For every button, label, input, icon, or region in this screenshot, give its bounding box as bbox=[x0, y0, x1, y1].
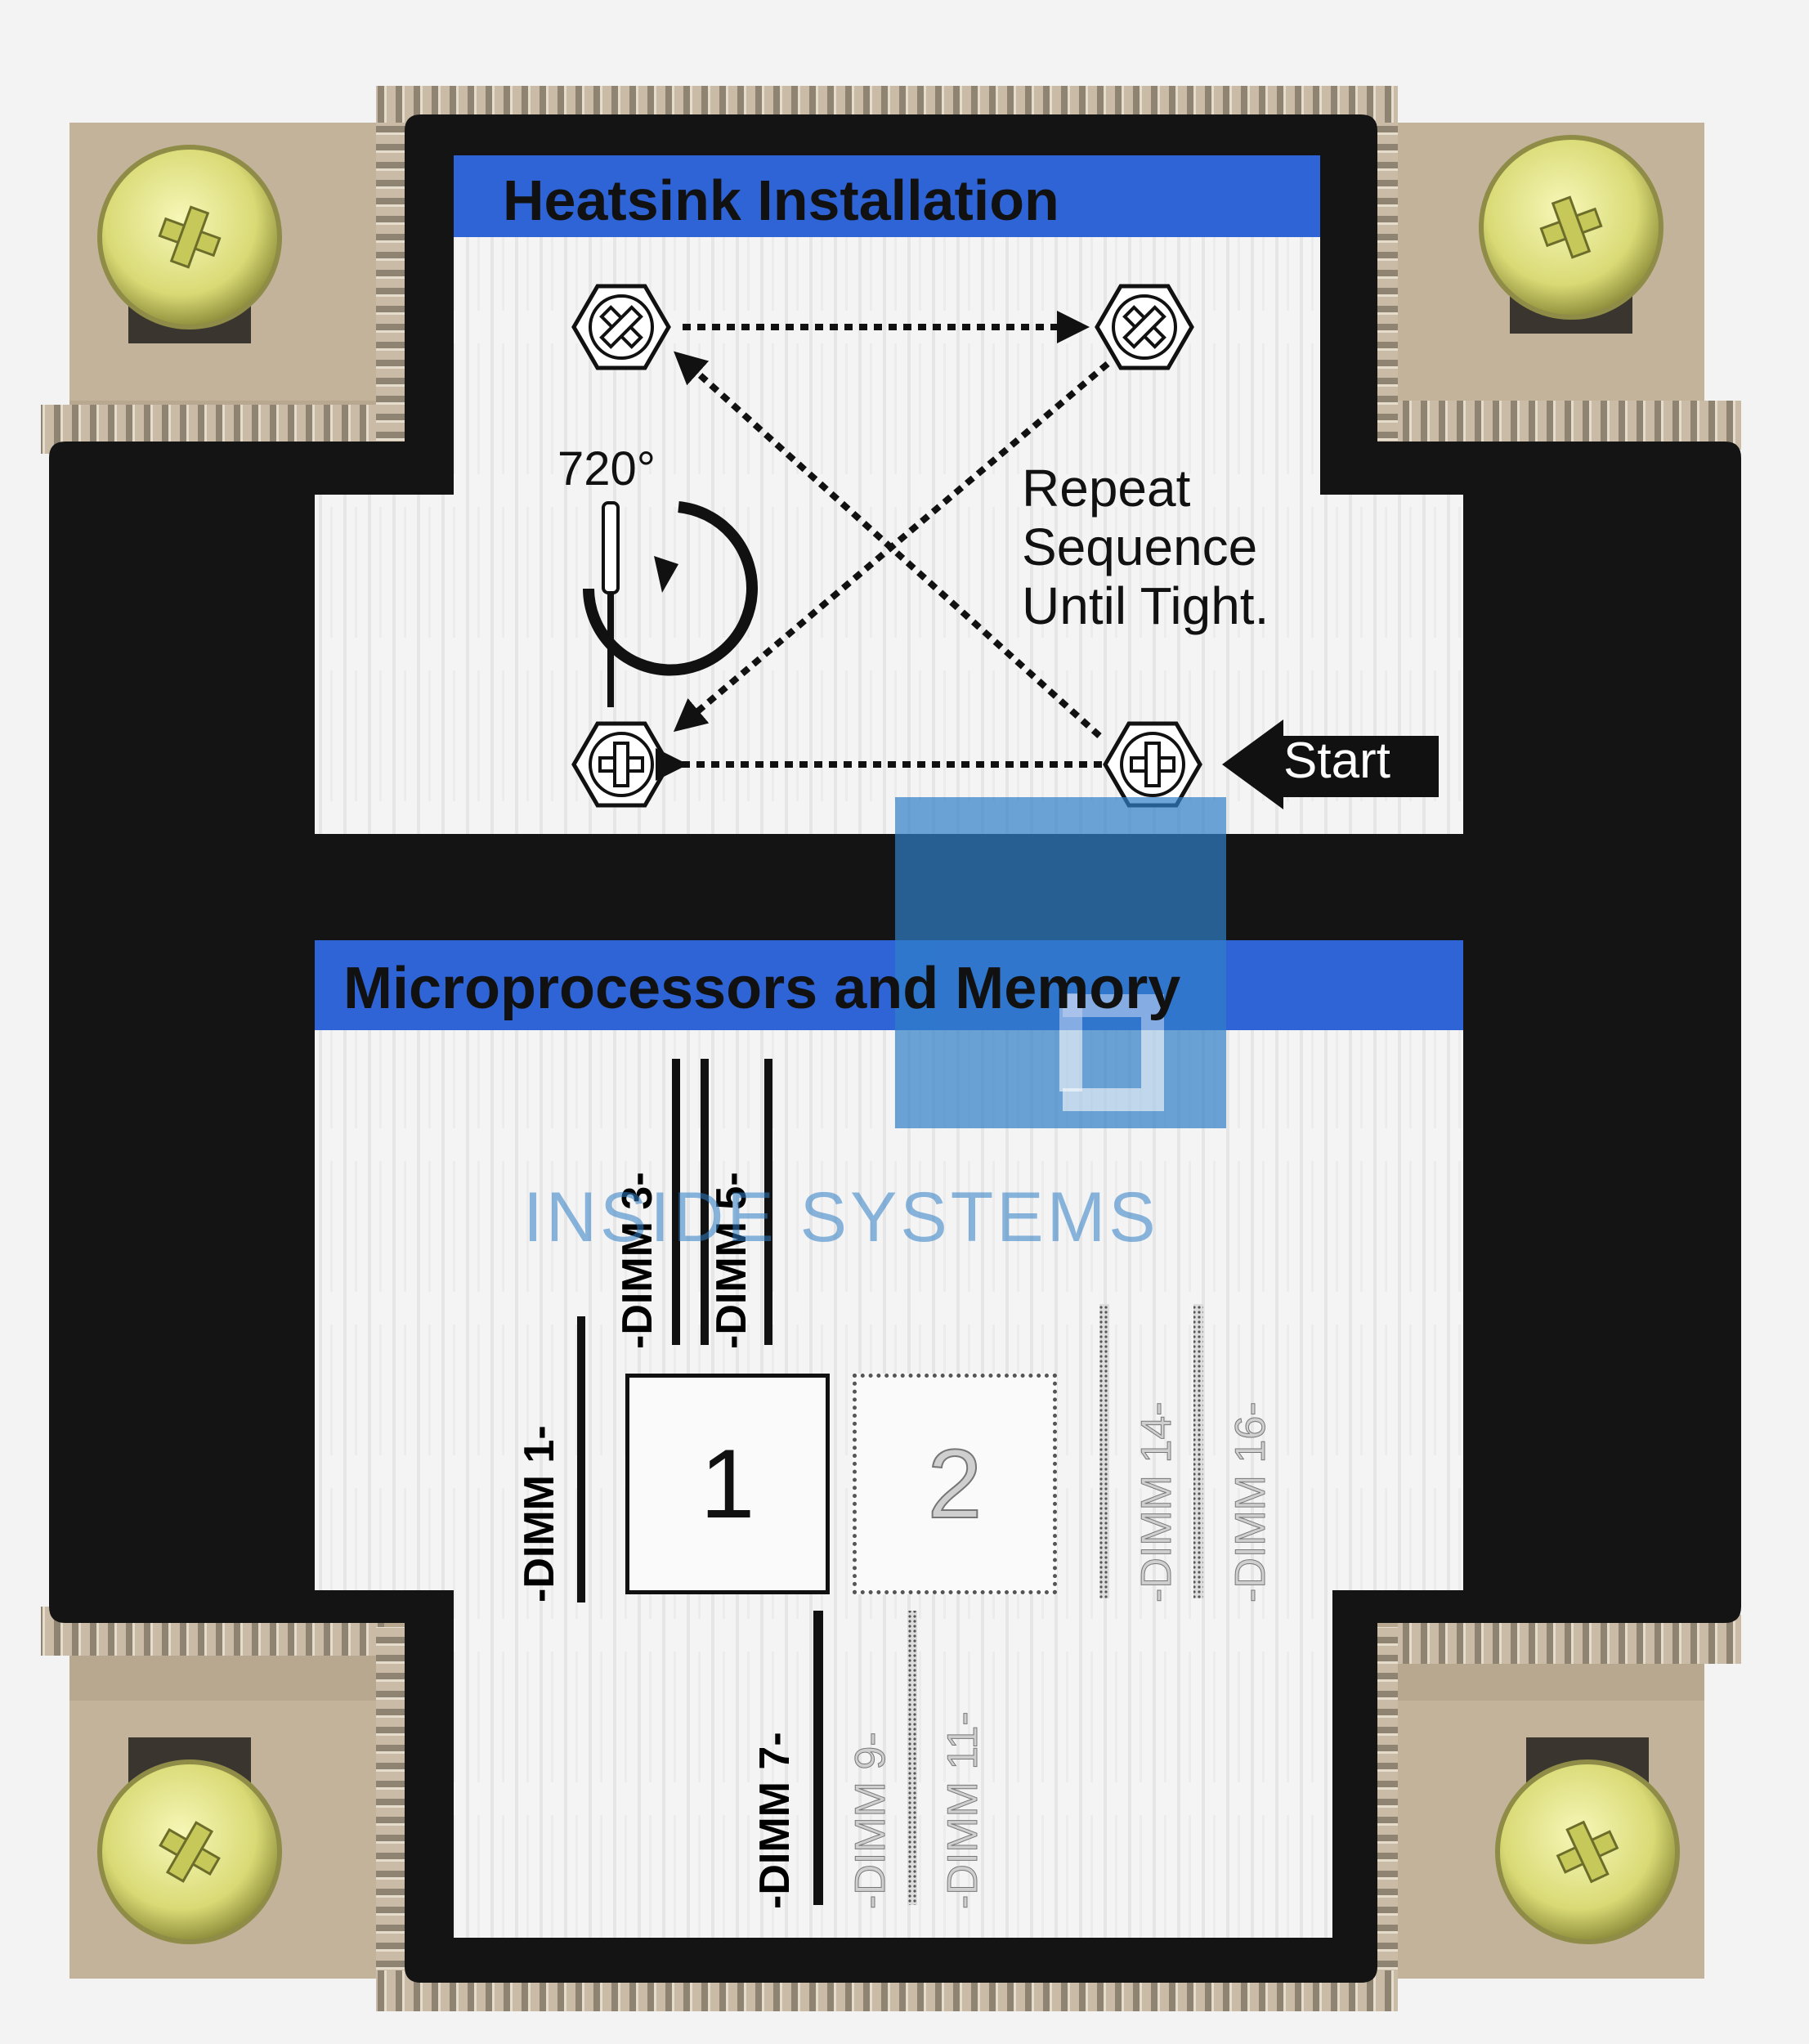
screw-bottom-right-icon bbox=[1103, 721, 1202, 808]
screw-sequence-diagram bbox=[571, 284, 1439, 809]
rotation-label: 720° bbox=[557, 442, 656, 495]
watermark-logo bbox=[895, 797, 1226, 1128]
watermark-text: INSIDE SYSTEMS bbox=[523, 1178, 1159, 1257]
dimm-14-label: -DIMM 14- bbox=[1133, 1401, 1181, 1603]
repeat-line-3: Until Tight. bbox=[1022, 576, 1269, 635]
dimm-1-label: -DIMM 1- bbox=[516, 1425, 563, 1602]
dimm-11-label: -DIMM 11- bbox=[939, 1711, 987, 1910]
screw-bottom-left bbox=[97, 1737, 282, 1944]
processor-1-label: 1 bbox=[700, 1429, 755, 1539]
processor-1-box: 1 bbox=[625, 1374, 830, 1594]
dimm-9-label: -DIMM 9- bbox=[847, 1732, 895, 1910]
screw-top-left-icon bbox=[571, 284, 671, 370]
memory-layout-diagram bbox=[577, 1059, 1203, 1905]
screw-bottom-right bbox=[1495, 1737, 1680, 1944]
dimm-7-label: -DIMM 7- bbox=[751, 1732, 799, 1909]
start-label: Start bbox=[1283, 733, 1390, 789]
processor-2-box: 2 bbox=[853, 1374, 1057, 1594]
heatsink-title-band bbox=[454, 155, 1320, 237]
screw-top-right bbox=[1479, 135, 1663, 334]
dimm-16-label: -DIMM 16- bbox=[1227, 1401, 1275, 1603]
microprocessors-memory-title: Microprocessors and Memory bbox=[343, 956, 1181, 1021]
screw-top-right-icon bbox=[1095, 284, 1194, 370]
screw-top-left bbox=[97, 145, 282, 343]
repeat-line-1: Repeat bbox=[1022, 459, 1191, 518]
start-arrow-icon bbox=[1222, 719, 1439, 809]
heatsink-installation-title: Heatsink Installation bbox=[503, 168, 1059, 232]
processor-2-label: 2 bbox=[927, 1428, 983, 1540]
memory-title-band bbox=[315, 940, 1463, 1030]
screw-bottom-left-icon bbox=[571, 721, 671, 808]
repeat-line-2: Sequence bbox=[1022, 518, 1258, 576]
screwdriver-icon bbox=[602, 501, 620, 707]
arrow-diagonal-2 bbox=[673, 361, 1110, 733]
